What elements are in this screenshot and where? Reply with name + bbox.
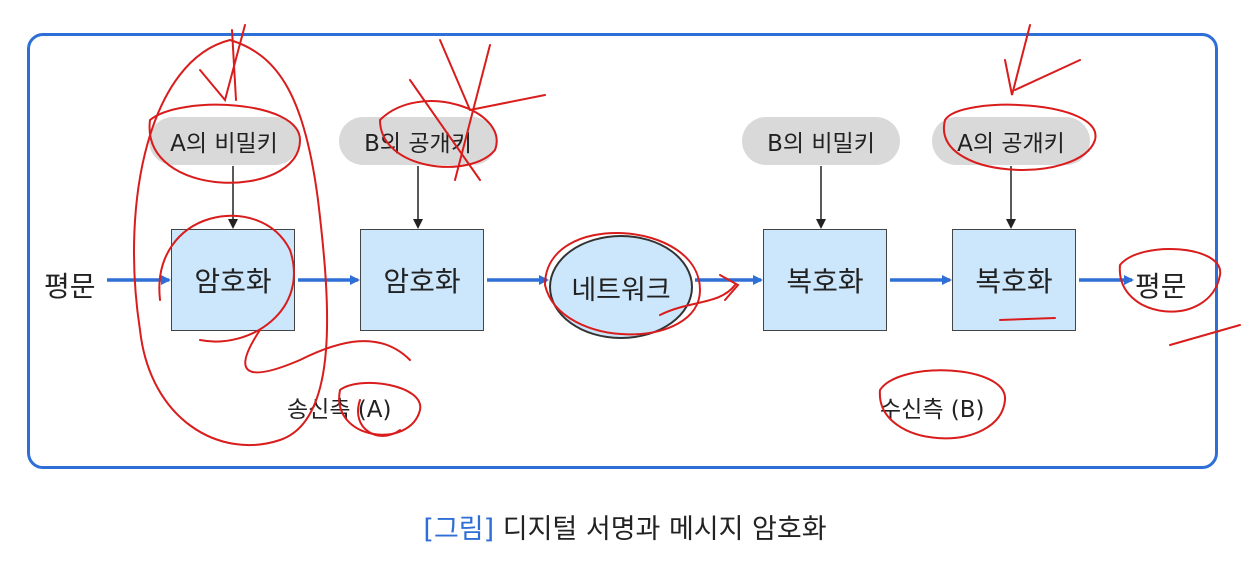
- annotation-circle-a-private: [148, 103, 302, 184]
- caption-text: 디지털 서명과 메시지 암호화: [502, 514, 827, 545]
- annotation-circle-receiver: [878, 369, 1007, 440]
- annotation-check-a-private: [199, 24, 246, 103]
- network-node: 네트워크: [549, 235, 693, 339]
- figure-caption: [그림] 디지털 서명과 메시지 암호화: [0, 507, 1250, 546]
- annotation-circle-plaintext-out: [1118, 248, 1222, 313]
- annotation-circle-sender: [338, 382, 422, 436]
- encrypt-box-1: 암호화: [171, 229, 295, 331]
- plaintext-output-label: 평문: [1135, 270, 1187, 303]
- annotation-circle-encrypt-1: [158, 214, 295, 343]
- encrypt-box-2: 암호화: [360, 229, 484, 331]
- annotation-circle-b-public: [379, 100, 498, 168]
- annotation-circle-a-public: [943, 103, 1097, 171]
- annotation-stroke-plaintext-out: [1169, 324, 1241, 346]
- annotation-sender-loop: [133, 39, 329, 446]
- caption-tag: [그림]: [423, 514, 495, 545]
- annotation-check-a-public: [1004, 24, 1031, 96]
- annotation-circle-network: [544, 232, 702, 336]
- annotation-stroke-a-private: [231, 29, 237, 101]
- annotation-arrow-network: [659, 284, 736, 316]
- plaintext-input-label: 평문: [44, 270, 96, 303]
- decrypt-box-2: 복호화: [952, 229, 1076, 331]
- annotation-stroke-b-public-2: [439, 39, 546, 112]
- annotation-stroke-a-public: [1014, 59, 1081, 91]
- decrypt-box-1: 복호화: [763, 229, 887, 331]
- annotation-underline-decrypt: [999, 317, 1056, 321]
- key-a-private: A의 비밀키: [149, 117, 299, 165]
- annotation-inner-circle-sender: [357, 399, 401, 437]
- annotation-stroke-b-public-3: [454, 44, 491, 181]
- annotation-stroke-b-public-1: [409, 79, 481, 181]
- key-b-private: B의 비밀키: [742, 117, 900, 165]
- receiver-side-label: 수신측 (B): [880, 397, 985, 423]
- annotation-arrowhead-network: [719, 274, 740, 301]
- annotation-scribble-sender: [244, 329, 411, 374]
- key-a-public: A의 공개키: [932, 117, 1090, 165]
